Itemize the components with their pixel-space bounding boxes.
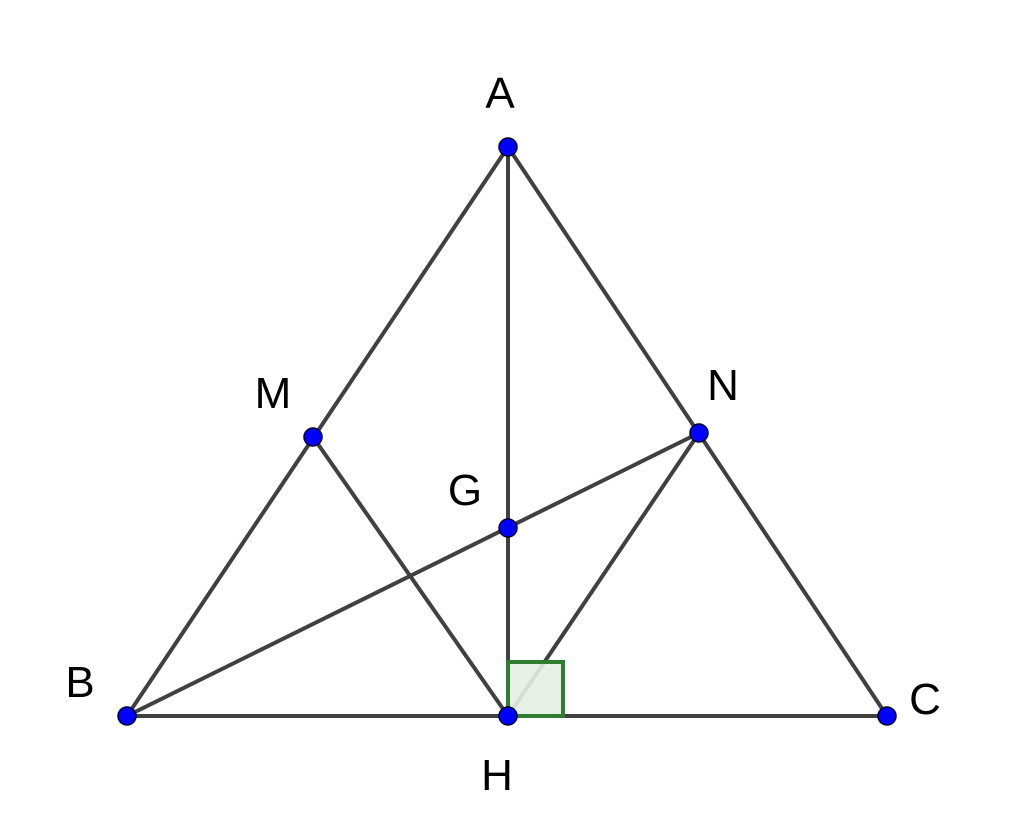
label-A: A bbox=[485, 69, 515, 118]
label-M: M bbox=[255, 369, 292, 418]
label-H: H bbox=[481, 751, 513, 800]
segment-BN bbox=[126, 431, 700, 718]
label-C: C bbox=[909, 675, 941, 724]
point-A bbox=[498, 137, 518, 157]
point-C bbox=[877, 706, 897, 726]
point-N bbox=[689, 423, 709, 443]
right-angle-marker bbox=[506, 660, 565, 718]
point-B bbox=[117, 706, 137, 726]
label-N: N bbox=[707, 361, 739, 410]
point-M bbox=[303, 427, 323, 447]
label-G: G bbox=[448, 466, 482, 515]
point-H bbox=[498, 706, 518, 726]
label-B: B bbox=[65, 658, 94, 707]
point-G bbox=[498, 518, 518, 538]
